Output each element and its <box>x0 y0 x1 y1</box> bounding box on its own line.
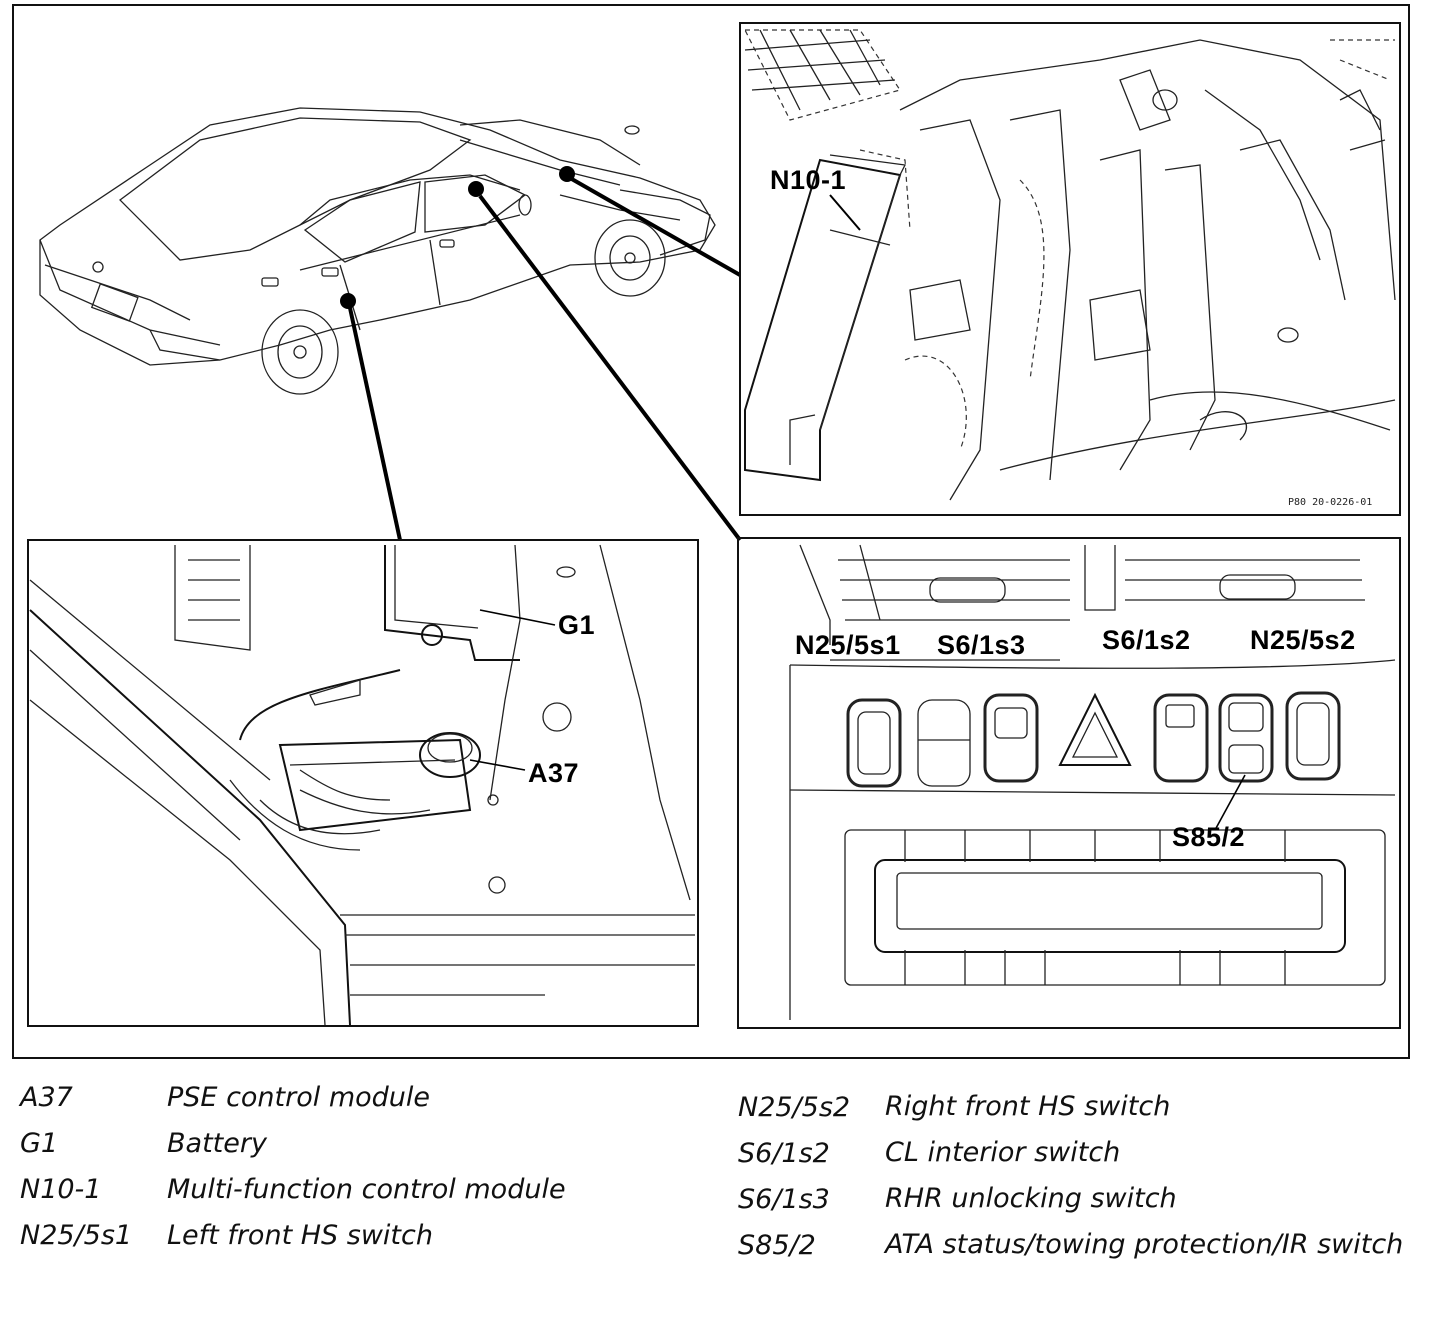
legend-desc: Left front HS switch <box>167 1220 433 1251</box>
legend-code: N25/5s2 <box>738 1092 851 1123</box>
legend-row: N25/5s1 Left front HS switch <box>20 1220 566 1266</box>
callout-s85-2: S85/2 <box>1172 822 1246 852</box>
legend-code: S6/1s2 <box>738 1138 830 1169</box>
n10-1-leader <box>829 194 861 231</box>
callout-n25-5s2: N25/5s2 <box>1250 625 1356 655</box>
callout-n10-1: N10-1 <box>770 165 847 195</box>
legend-code: N10-1 <box>20 1174 102 1205</box>
leader-to-console <box>478 194 742 542</box>
car-overview <box>39 107 716 395</box>
callout-n25-5s1: N25/5s1 <box>795 630 901 660</box>
figure-code: P80 20-0226-01 <box>1288 497 1373 508</box>
a37-leader <box>469 759 526 771</box>
legend-code: S85/2 <box>738 1230 816 1261</box>
panel-battery-frame <box>27 539 699 1027</box>
legend-desc: Multi-function control module <box>167 1174 566 1205</box>
legend-row: A37 PSE control module <box>20 1082 566 1128</box>
leader-to-footwell <box>569 176 741 277</box>
callout-s6-1s2: S6/1s2 <box>1102 625 1191 655</box>
legend-right: N25/5s2 Right front HS switch S6/1s2 CL in… <box>738 1091 1428 1268</box>
legend-desc: RHR unlocking switch <box>885 1183 1177 1214</box>
panel-console-detail <box>789 544 1396 1020</box>
g1-leader <box>479 609 556 626</box>
legend-desc: Battery <box>167 1128 267 1159</box>
legend-left: A37 PSE control module G1 Battery N10-1 Mul… <box>20 1082 566 1266</box>
legend-row: N25/5s2 Right front HS switch <box>738 1091 1428 1138</box>
callout-a37: A37 <box>528 758 580 788</box>
legend-code: N25/5s1 <box>20 1220 133 1251</box>
legend-desc: PSE control module <box>167 1082 431 1113</box>
legend-row: S6/1s2 CL interior switch <box>738 1137 1428 1184</box>
legend-row: N10-1 Multi-function control module <box>20 1174 566 1220</box>
panel-console-frame <box>737 537 1401 1029</box>
leader-to-battery <box>348 307 402 541</box>
legend-row: S6/1s3 RHR unlocking switch <box>738 1183 1428 1230</box>
location-dot-rear <box>340 293 356 309</box>
legend-row: G1 Battery <box>20 1128 566 1174</box>
panel-footwell-detail <box>744 29 1396 501</box>
legend-code: G1 <box>20 1128 59 1159</box>
legend-desc: ATA status/towing protection/IR switch <box>885 1229 1404 1260</box>
s85-2-leader <box>1214 774 1246 831</box>
callout-g1: G1 <box>558 610 596 640</box>
location-dot-center <box>468 181 484 197</box>
panel-footwell-frame <box>739 22 1401 516</box>
outer-frame <box>12 4 1410 1059</box>
legend-code: A37 <box>20 1082 73 1113</box>
legend-desc: CL interior switch <box>885 1137 1121 1168</box>
legend-code: S6/1s3 <box>738 1184 830 1215</box>
callout-s6-1s3: S6/1s3 <box>937 630 1026 660</box>
legend-row: S85/2 ATA status/towing protection/IR swi… <box>738 1229 1428 1268</box>
panel-battery-detail <box>29 544 695 1026</box>
legend-desc: Right front HS switch <box>885 1091 1171 1122</box>
